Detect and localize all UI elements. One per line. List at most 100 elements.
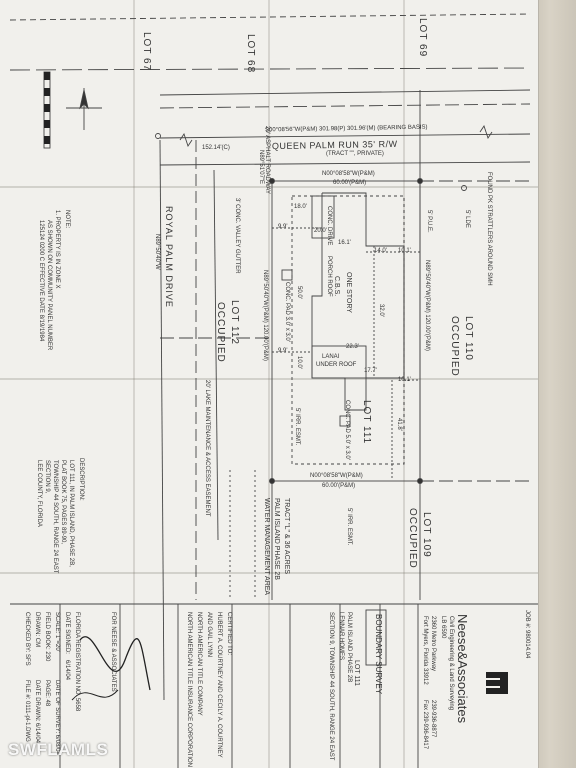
tract-line-1: TRACT "L" & 36 ACRES <box>283 498 290 575</box>
lot-112-label: LOT 112 <box>229 300 240 345</box>
drawn-by: DRAWN: CM <box>34 612 40 648</box>
description-line-1: LOT 111, IN PALM ISLAND, PHASE 2B, <box>68 460 74 567</box>
royal-palm-drive-bearing: N89°50'40"W <box>154 234 160 270</box>
dim-9-9-b: 9.9' <box>278 348 288 354</box>
date-signed-label: DATE SIGNED: <box>64 612 70 654</box>
dim-10-1-a: 10.1' <box>398 248 411 254</box>
lot-67-label: LOT 67 <box>141 32 152 72</box>
cbs-label: C.B.S. <box>333 276 340 297</box>
tract-line-2: PALM ISLAND PHASE 2B <box>273 498 280 580</box>
certified-line-1: HUBERT A. COURTNEY AND CECILY A. COURTNE… <box>216 612 222 758</box>
dim-22-3: 22.3' <box>346 344 359 350</box>
field-book: FIELD BOOK: 230 <box>44 612 50 662</box>
dim-16-1: 16.1' <box>338 240 351 246</box>
company-fax: Fax 239-936-8417 <box>422 700 428 750</box>
valley-gutter-label: 3' CONC. VALLEY GUTTER <box>234 198 240 274</box>
description-line-4: SECTION 9, <box>44 460 50 494</box>
description-line-2: PLAT BOOK 75, PAGES 89-90, <box>60 460 66 545</box>
dim-32-0: 32.0' <box>378 304 384 317</box>
west-line-bearing: N89°50'40"W(P&M) 120.00'(P&M) <box>262 270 268 361</box>
dim-14-0: 14.0' <box>374 248 387 254</box>
date-drawn: DATE DRAWN: 6/14/04 <box>34 680 40 744</box>
company-phone: 239-936-8877 <box>430 700 436 738</box>
lot-112-occupied: OCCUPIED <box>215 302 226 363</box>
certified-heading: CERTIFIED TO: <box>226 612 232 656</box>
description-heading: DESCRIPTION: <box>78 458 84 501</box>
company-address-2: Fort Myers, Florida 33912 <box>422 616 428 685</box>
company-lb: LB 6590 <box>440 616 446 639</box>
irr-esmt-a: 5' IRR. ESMT. <box>294 408 300 446</box>
lot-69-label: LOT 69 <box>417 18 428 58</box>
builder-name: LENNAR HOMES <box>338 612 344 661</box>
scale-label: SCALE: 1"=20' <box>54 612 60 652</box>
conc-pad-a-label: CONC. PAD 3.0' x 3.0' <box>284 282 290 342</box>
company-subtitle: Civil Engineering & Land Surveying <box>448 616 454 711</box>
distance-152: 152.14'(C) <box>202 145 230 151</box>
irr-esmt-b: 5' IRR. ESMT. <box>346 508 352 546</box>
lde-label: 5' LDE <box>464 210 470 228</box>
date-signed-value: 6/14/04 <box>64 660 70 681</box>
royal-palm-drive-label: ROYAL PALM DRIVE <box>164 206 174 308</box>
project-name: PALM ISLAND PHASE 2B <box>346 612 352 683</box>
tract-private-label: (TRACT "", PRIVATE) <box>326 151 384 157</box>
lot-109-label: LOT 109 <box>421 512 432 558</box>
lot-109-occupied: OCCUPIED <box>407 508 418 569</box>
under-roof-label: UNDER ROOF <box>316 362 357 368</box>
note-1: 1. PROPERTY IS IN ZONE X <box>54 210 60 289</box>
dim-50-0: 50.0' <box>296 286 302 299</box>
n89-short-bearing: N89°51'07"E <box>258 150 264 185</box>
certified-line-2: AND GAIL LYNN <box>206 612 212 658</box>
dim-20-0: 20.0' <box>314 228 327 234</box>
porch-roof-label: PORCH ROOF <box>326 256 332 297</box>
checked-by: CHECKED BY: SFS <box>24 612 30 666</box>
lake-maintenance-easement: 20' LAKE MAINTENANCE & ACCESS EASEMENT <box>204 380 210 517</box>
south-line-distance: 60.00'(P&M) <box>322 483 356 489</box>
tract-line-3: WATER MANAGEMENT AREA <box>263 498 270 596</box>
survey-type: BOUNDARY SURVEY <box>374 614 383 695</box>
description-line-3: TOWNSHIP 44 SOUTH, RANGE 24 EAST <box>52 460 58 574</box>
page-number: PAGE: 48 <box>44 680 50 707</box>
lot-111-label: LOT 111 <box>361 400 372 445</box>
lot-110-label: LOT 110 <box>463 316 474 361</box>
conc-pad-b-label: CONC. PAD 5.0' x 3.0' <box>344 400 350 460</box>
certified-line-3: NORTH AMERICAN TITLE COMPANY <box>196 612 202 716</box>
company-name: Neese&Associates <box>455 614 470 724</box>
dim-10-0: 10.0' <box>296 356 302 369</box>
job-number: JOB #: 980014.04 <box>524 610 530 659</box>
lot-68-label: LOT 68 <box>245 34 256 74</box>
pue-label: 5' P.U.E. <box>426 210 432 233</box>
background-wall <box>532 0 576 768</box>
conc-drive-label: CONC. DRIVE <box>326 206 332 246</box>
notes-heading: NOTE: <box>64 210 70 229</box>
company-address-1: 2360 Metro Parkway <box>430 616 436 672</box>
section-township: SECTION 9, TOWNSHIP 44 SOUTH, RANGE 24 E… <box>328 612 334 761</box>
fold-line <box>0 572 538 574</box>
asphalt-roadway-label: 20' ASPHALT ROADWAY <box>264 126 270 194</box>
east-line-bearing: N89°50'40"W(P&M) 120.00'(P&M) <box>424 260 430 351</box>
dim-10-1-b: 10.1' <box>398 377 411 383</box>
note-2: AS SHOWN ON COMMUNITY PANEL NUMBER <box>46 220 52 351</box>
found-pk-label: FOUND PK STRATTLERS AROUND SMH <box>486 172 492 286</box>
watermark: SWFLAMLS <box>8 740 109 759</box>
registration-number: FLORIDA REGISTRATION NO. 5658 <box>74 612 80 712</box>
for-neese: FOR NEESE & ASSOCIATES <box>110 612 116 692</box>
lot-110-occupied: OCCUPIED <box>449 316 460 377</box>
fold-line <box>133 0 135 768</box>
title-lot: LOT 111 <box>353 660 360 687</box>
dim-18-0: 18.0' <box>294 204 307 210</box>
survey-paper <box>0 0 539 768</box>
north-line-bearing: N00°08'58"W(P&M) <box>322 171 375 177</box>
south-line-bearing: N00°08'58"W(P&M) <box>310 473 363 479</box>
dim-41-8: 41.8' <box>396 418 402 431</box>
note-3: 125124 0200 C EFFECTIVE DATE 8/19/1984 <box>38 220 44 342</box>
north-line-distance: 60.00'(P&M) <box>333 180 367 186</box>
description-line-5: LEE COUNTY, FLORIDA <box>36 460 42 527</box>
fold-line <box>268 0 270 768</box>
certified-line-4: NORTH AMERICAN TITLE INSURANCE CORPORATI… <box>186 612 192 768</box>
lanai-label: LANAI <box>322 354 340 360</box>
one-story-label: ONE STORY <box>345 272 352 313</box>
dim-17-7: 17.7' <box>364 368 377 374</box>
fold-line <box>0 378 538 380</box>
